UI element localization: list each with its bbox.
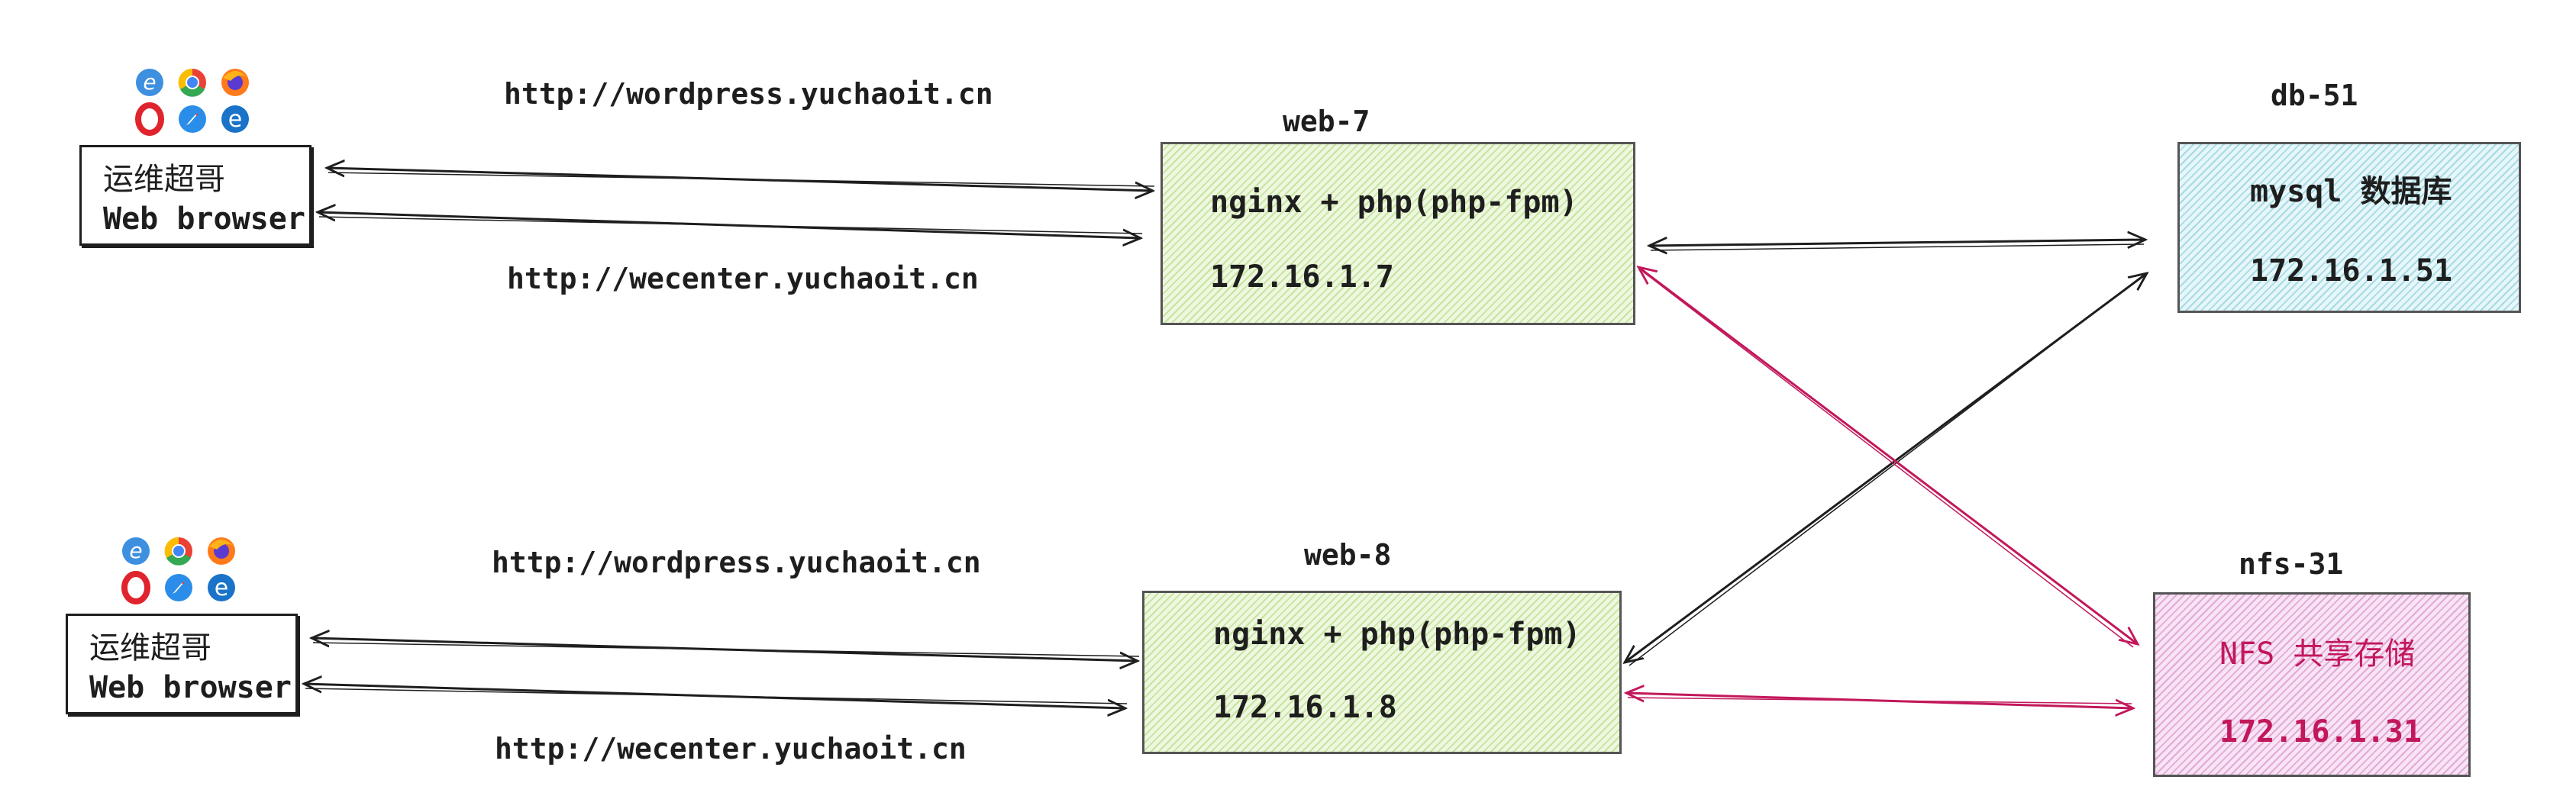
- firefox-icon: [208, 537, 235, 565]
- client-name-cn: 运维超哥: [89, 630, 211, 666]
- safari-icon: [179, 105, 206, 133]
- ie-icon: e: [122, 537, 150, 565]
- ie-icon: e: [136, 69, 163, 96]
- arrow-web7-nfs31: [1638, 267, 2138, 644]
- server-ip: 172.16.1.31: [2219, 714, 2422, 749]
- server-ip: 172.16.1.51: [2250, 253, 2452, 288]
- browser-icons-group: e e: [135, 68, 249, 136]
- svg-text:e: e: [143, 69, 156, 95]
- server-title-web8: web-8: [1304, 538, 1392, 572]
- server-stack: nginx + php(php-fpm): [1210, 185, 1578, 220]
- url-label-wordpress-1: http://wordpress.yuchaoit.cn: [504, 77, 993, 111]
- server-title-db51: db-51: [2271, 79, 2358, 112]
- svg-text:e: e: [129, 538, 142, 563]
- client-browser-box-1: 运维超哥 Web browser: [79, 145, 312, 246]
- server-ip: 172.16.1.8: [1213, 690, 1397, 725]
- server-ip: 172.16.1.7: [1210, 259, 1394, 295]
- opera-icon: [121, 571, 150, 604]
- server-title-web7: web-7: [1283, 105, 1370, 138]
- server-box-web7: nginx + php(php-fpm) 172.16.1.7: [1160, 142, 1635, 325]
- server-box-db51: mysql 数据库 172.16.1.51: [2177, 142, 2521, 313]
- svg-text:e: e: [228, 106, 242, 133]
- server-title-nfs31: nfs-31: [2239, 547, 2344, 581]
- chrome-icon: [164, 537, 192, 566]
- browser-icons-group: e e: [121, 537, 235, 604]
- nfs-label: NFS 共享存储: [2219, 637, 2416, 672]
- server-box-web8: nginx + php(php-fpm) 172.16.1.8: [1142, 591, 1622, 754]
- client-name-cn: 运维超哥: [103, 162, 225, 197]
- svg-text:e: e: [215, 575, 228, 601]
- url-label-wecenter-1: http://wecenter.yuchaoit.cn: [507, 262, 979, 295]
- edge-icon: e: [208, 574, 235, 601]
- client-name-en: Web browser: [89, 670, 292, 705]
- url-label-wordpress-2: http://wordpress.yuchaoit.cn: [492, 546, 981, 579]
- safari-icon: [165, 574, 192, 601]
- server-stack: nginx + php(php-fpm): [1213, 617, 1581, 652]
- arrow-web7-db51: [1649, 240, 2145, 246]
- edge-icon: e: [221, 105, 249, 133]
- client-browser-box-2: 运维超哥 Web browser: [66, 614, 298, 714]
- url-label-wecenter-2: http://wecenter.yuchaoit.cn: [495, 732, 967, 765]
- opera-icon: [135, 102, 164, 136]
- server-box-nfs31: NFS 共享存储 172.16.1.31: [2153, 592, 2471, 777]
- chrome-icon: [178, 68, 206, 97]
- db-label: mysql 数据库: [2250, 174, 2452, 209]
- firefox-icon: [221, 69, 249, 96]
- client-name-en: Web browser: [103, 201, 305, 237]
